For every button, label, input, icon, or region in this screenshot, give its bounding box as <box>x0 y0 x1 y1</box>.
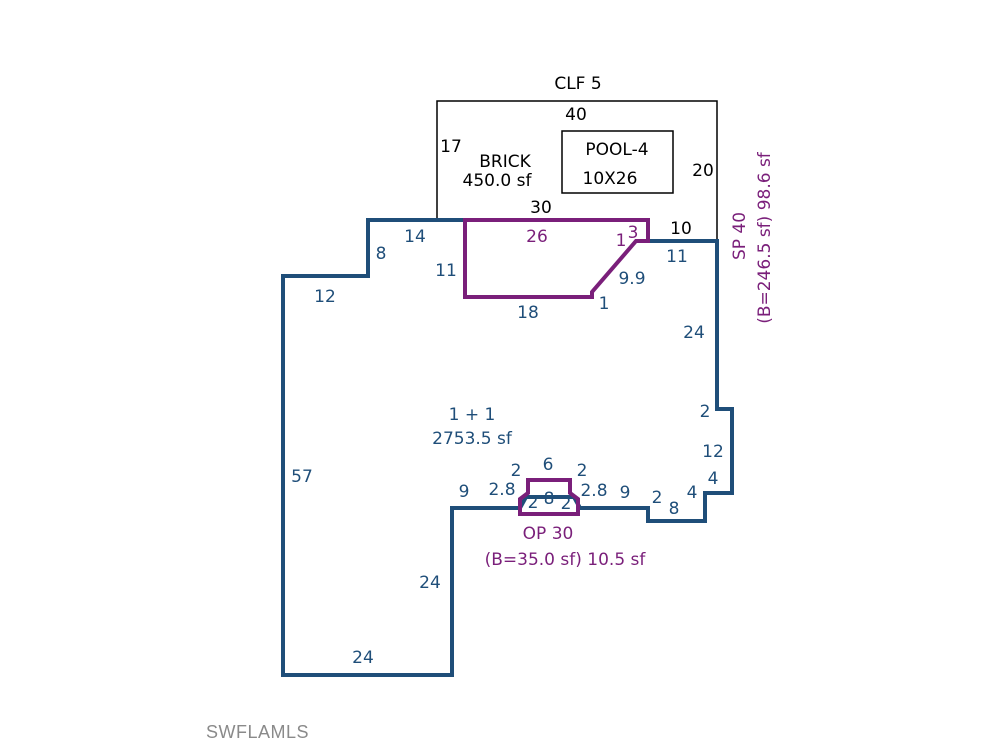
step-top-dim: 14 <box>404 227 426 247</box>
bottom-dim: 24 <box>352 648 374 668</box>
sp-area: (B=246.5 sf) 98.6 sf <box>755 151 775 324</box>
notch-vertical-dim: 8 <box>669 499 680 519</box>
sp-bottom-dim: 18 <box>517 303 539 323</box>
brick-top-dim: 40 <box>565 105 587 125</box>
brick-right-dim: 20 <box>692 161 714 181</box>
op-inner-left-dim: 2 <box>528 493 539 513</box>
op-inner-mid-dim: 8 <box>544 489 555 509</box>
op-top-dim: 6 <box>543 455 554 475</box>
step-vertical-dim: 8 <box>376 244 387 264</box>
op-label: OP 30 <box>523 524 574 544</box>
pool-outline <box>561 130 674 194</box>
brick-bottom-dim: 30 <box>530 198 552 218</box>
front-left-dim: 9 <box>459 482 470 502</box>
op-top-left-dim: 2 <box>511 461 522 481</box>
notch-bottom-dim: 4 <box>687 483 698 503</box>
brick-area: 450.0 sf <box>463 171 533 191</box>
main-area-label: 1 + 1 <box>449 405 496 425</box>
sp-bottom-corner-dim: 1 <box>599 294 610 314</box>
right-top-dim: 10 <box>670 219 692 239</box>
op-top-right-dim: 2 <box>577 461 588 481</box>
right-long-dim: 24 <box>683 323 705 343</box>
sp-left-dim: 11 <box>435 261 457 281</box>
screen-porch-outline <box>463 218 650 299</box>
brick-patio-outline <box>436 100 718 241</box>
left-dim: 57 <box>291 467 313 487</box>
main-area-value: 2753.5 sf <box>432 429 513 449</box>
lower-inner-dim: 24 <box>419 573 441 593</box>
brick-label: BRICK <box>479 152 531 172</box>
right-mid-dim: 12 <box>702 442 724 462</box>
open-porch-outline <box>518 478 580 516</box>
clf-label: CLF 5 <box>554 74 601 94</box>
watermark: SWFLAMLS <box>206 722 309 742</box>
notch-top-dim: 2 <box>700 402 711 422</box>
op-area: (B=35.0 sf) 10.5 sf <box>485 550 647 570</box>
top-left-dim: 12 <box>314 287 336 307</box>
op-side-right-dim: 2.8 <box>580 481 607 501</box>
pool-label: POOL-4 <box>585 140 648 160</box>
brick-left-dim: 17 <box>440 137 462 157</box>
sp-right-a-dim: 1 <box>616 231 627 251</box>
op-side-left-dim: 2.8 <box>488 480 515 500</box>
sp-diagonal-dim: 9.9 <box>618 269 645 289</box>
notch-right-dim: 4 <box>708 469 719 489</box>
notch-left-dim: 2 <box>652 488 663 508</box>
sp-top-dim: 26 <box>526 227 548 247</box>
op-inner-right-dim: 2 <box>561 494 572 514</box>
sp-label: SP 40 <box>730 212 750 260</box>
front-right-dim: 9 <box>620 483 631 503</box>
pool-size: 10X26 <box>583 169 638 189</box>
right-under-dim: 11 <box>666 247 688 267</box>
main-living-area-outline <box>281 218 734 677</box>
sp-right-b-dim: 3 <box>628 223 639 243</box>
